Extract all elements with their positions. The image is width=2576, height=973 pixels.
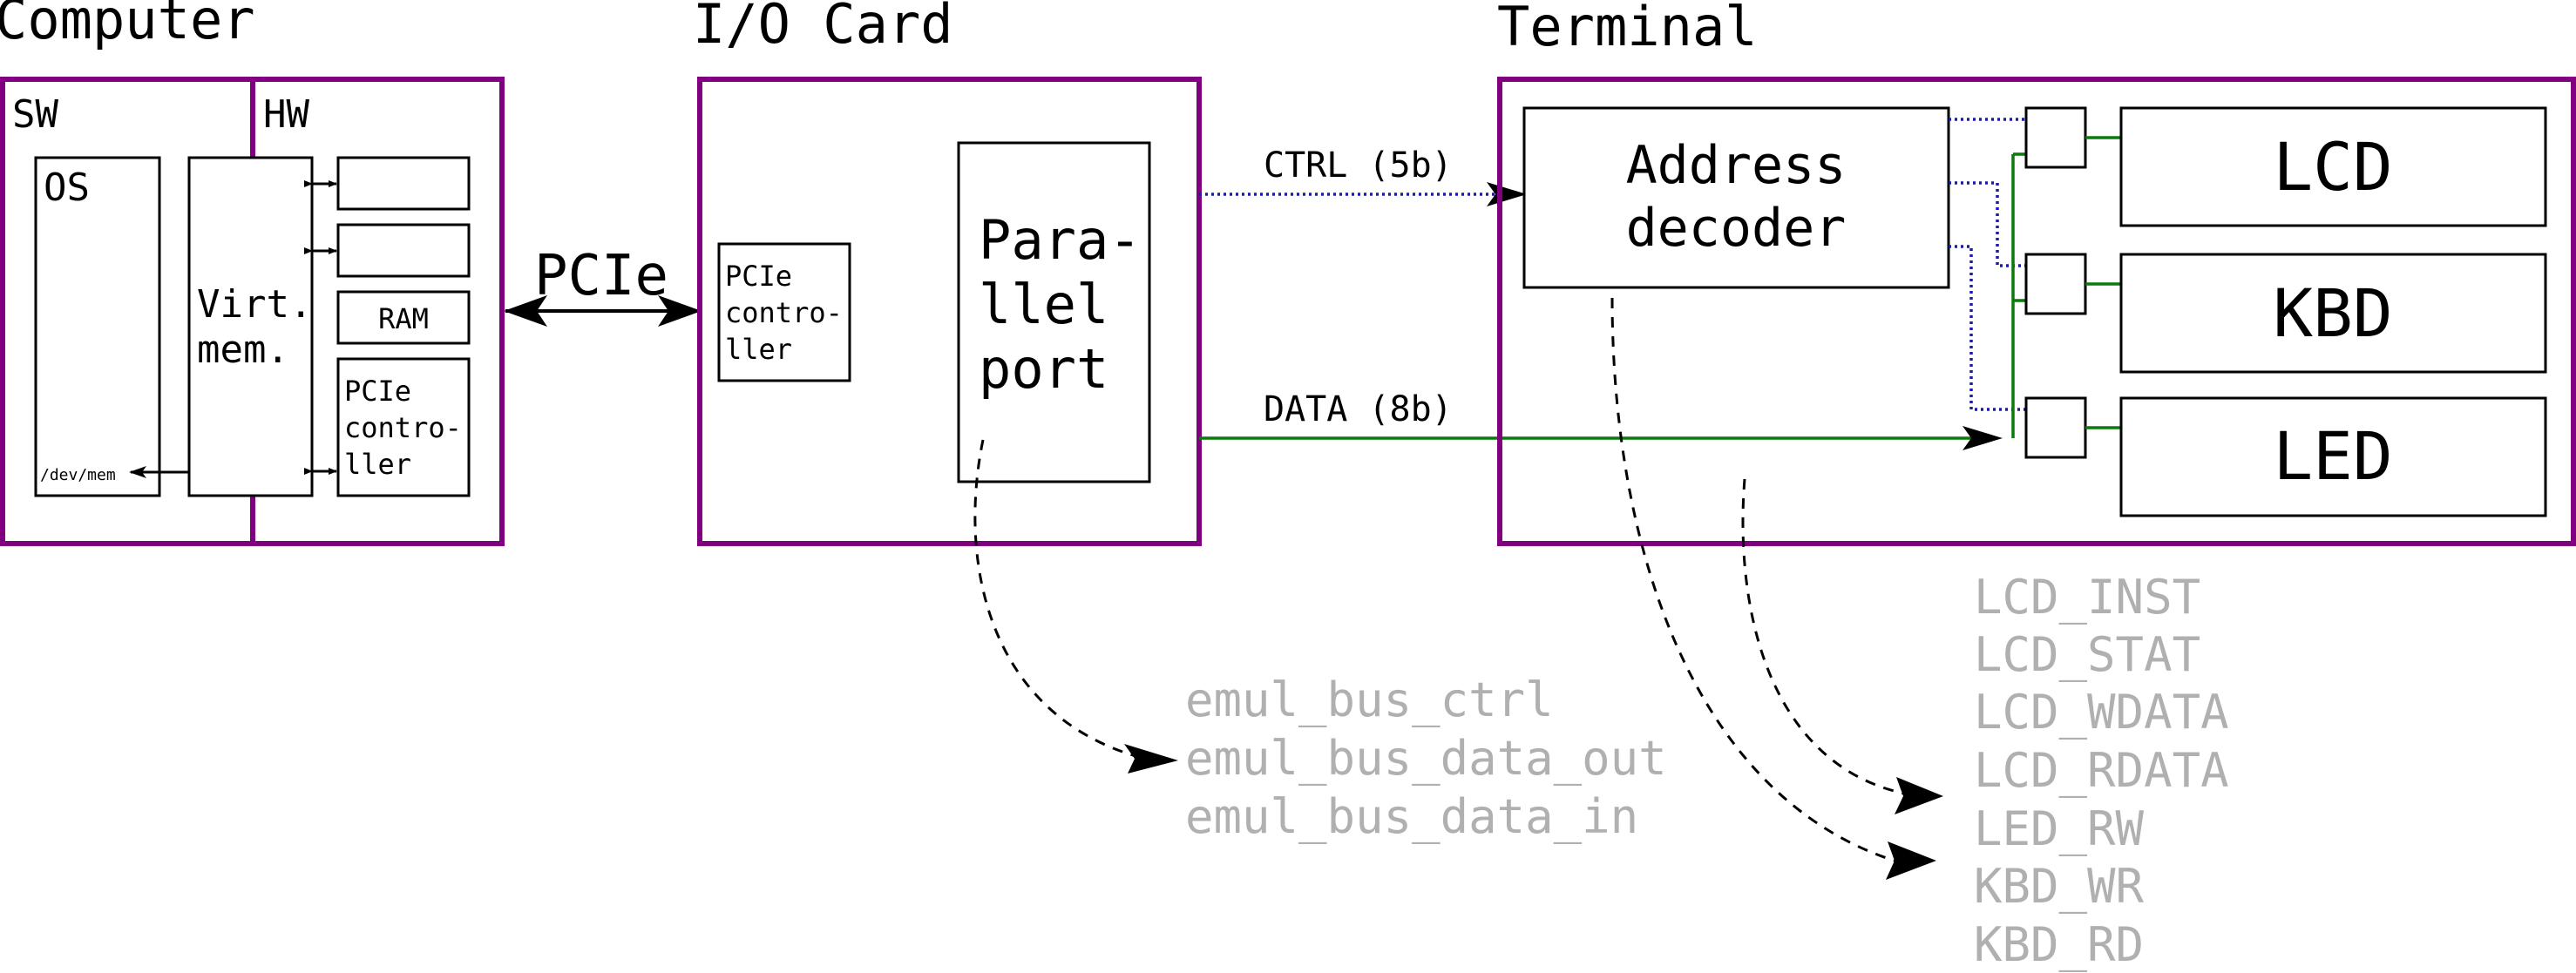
ram-box — [336, 290, 471, 345]
computer-pcie-ctrl-line2: contro- — [344, 411, 462, 444]
emul-register-0: emul_bus_ctrl — [1185, 672, 1554, 727]
ctrl-bus-label: CTRL (5b) — [1264, 145, 1453, 186]
os-box — [34, 156, 161, 497]
decoder-select-kbd — [1949, 181, 2026, 267]
register-mapping-arrows — [973, 297, 1943, 880]
parallel-port-line2: llel — [979, 273, 1108, 336]
computer-section: Computer SW HW OS /dev/mem Virt. mem. RA… — [0, 0, 505, 546]
lcd-device-box — [2119, 106, 2547, 227]
decoder-to-registers-arrow — [1610, 297, 1901, 864]
io-pcie-ctrl-line3: ller — [725, 333, 792, 366]
computer-pcie-ctrl-line1: PCIe — [344, 375, 411, 408]
io-card-title: I/O Card — [693, 0, 953, 56]
terminal-section: Terminal Address decoder LCD KBD LED — [1497, 0, 2576, 546]
device-label-lcd: LCD — [2273, 128, 2392, 206]
hw-memory-block-2 — [336, 223, 471, 278]
io-pcie-ctrl-line1: PCIe — [725, 260, 792, 293]
data-bus-label: DATA (8b) — [1264, 389, 1453, 429]
virt-mem-line1: Virt. — [197, 282, 312, 327]
led-device-box — [2119, 396, 2547, 517]
terminal-register-list: LCD_INST LCD_STAT LCD_WDATA LCD_RDATA LE… — [1974, 570, 2229, 972]
emul-register-1: emul_bus_data_out — [1185, 731, 1667, 786]
pcie-link-label: PCIe — [534, 244, 668, 308]
terminal-register-6: KBD_RD — [1974, 917, 2144, 972]
terminal-title: Terminal — [1497, 0, 1758, 58]
parallel-port-line3: port — [979, 337, 1108, 401]
parallel-port-to-emul-arrow — [973, 439, 1142, 760]
device-label-kbd: KBD — [2273, 274, 2392, 352]
terminal-register-1: LCD_STAT — [1974, 627, 2200, 682]
os-label: OS — [44, 166, 90, 210]
computer-title: Computer — [0, 0, 255, 51]
terminal-register-2: LCD_WDATA — [1974, 685, 2229, 740]
io-pcie-controller-box — [717, 242, 851, 382]
sw-label: SW — [12, 92, 58, 137]
data-bus-arrowhead — [1963, 426, 2003, 450]
terminal-to-registers-arrowhead — [1895, 777, 1943, 814]
address-decoder-box — [1522, 106, 1950, 289]
kbd-device-box — [2119, 253, 2547, 374]
terminal-register-0: LCD_INST — [1974, 570, 2200, 625]
bus-connections: CTRL (5b) DATA (8b) — [1199, 145, 2003, 450]
hw-label: HW — [263, 92, 309, 137]
ctrl-bus-arrowhead — [1487, 182, 1527, 206]
io-card-section: I/O Card PCIe contro- ller Para- llel po… — [693, 0, 1202, 546]
ram-label: RAM — [378, 302, 429, 335]
virt-mem-line2: mem. — [197, 328, 289, 372]
address-decoder-line1: Address — [1626, 135, 1847, 196]
led-latch — [2024, 396, 2087, 459]
terminal-register-5: KBD_WR — [1974, 859, 2145, 914]
virt-mem-box — [187, 156, 314, 497]
computer-pcie-controller-box — [336, 357, 471, 497]
parallel-port-box — [957, 141, 1151, 483]
terminal-frame — [1497, 77, 2576, 546]
decoder-to-registers-arrowhead — [1886, 841, 1936, 880]
terminal-register-4: LED_RW — [1974, 801, 2145, 856]
hw-memory-block-1 — [336, 156, 471, 211]
address-decoder-line2: decoder — [1626, 198, 1847, 259]
kbd-latch — [2024, 253, 2087, 315]
pcie-link: PCIe — [504, 244, 702, 327]
io-pcie-ctrl-line2: contro- — [725, 296, 843, 329]
parallel-port-to-emul-arrowhead — [1124, 744, 1178, 774]
io-card-frame — [697, 77, 1202, 546]
devmem-label: /dev/mem — [40, 466, 116, 484]
lcd-latch — [2024, 106, 2087, 169]
terminal-to-registers-arrow — [1741, 478, 1909, 796]
emul-register-2: emul_bus_data_in — [1185, 789, 1638, 844]
parallel-port-line1: Para- — [979, 208, 1142, 272]
device-label-led: LED — [2273, 417, 2392, 495]
decoder-select-led — [1949, 245, 2026, 411]
computer-pcie-ctrl-line3: ller — [344, 448, 411, 481]
terminal-register-3: LCD_RDATA — [1974, 743, 2229, 798]
emul-register-list: emul_bus_ctrl emul_bus_data_out emul_bus… — [1185, 672, 1667, 844]
